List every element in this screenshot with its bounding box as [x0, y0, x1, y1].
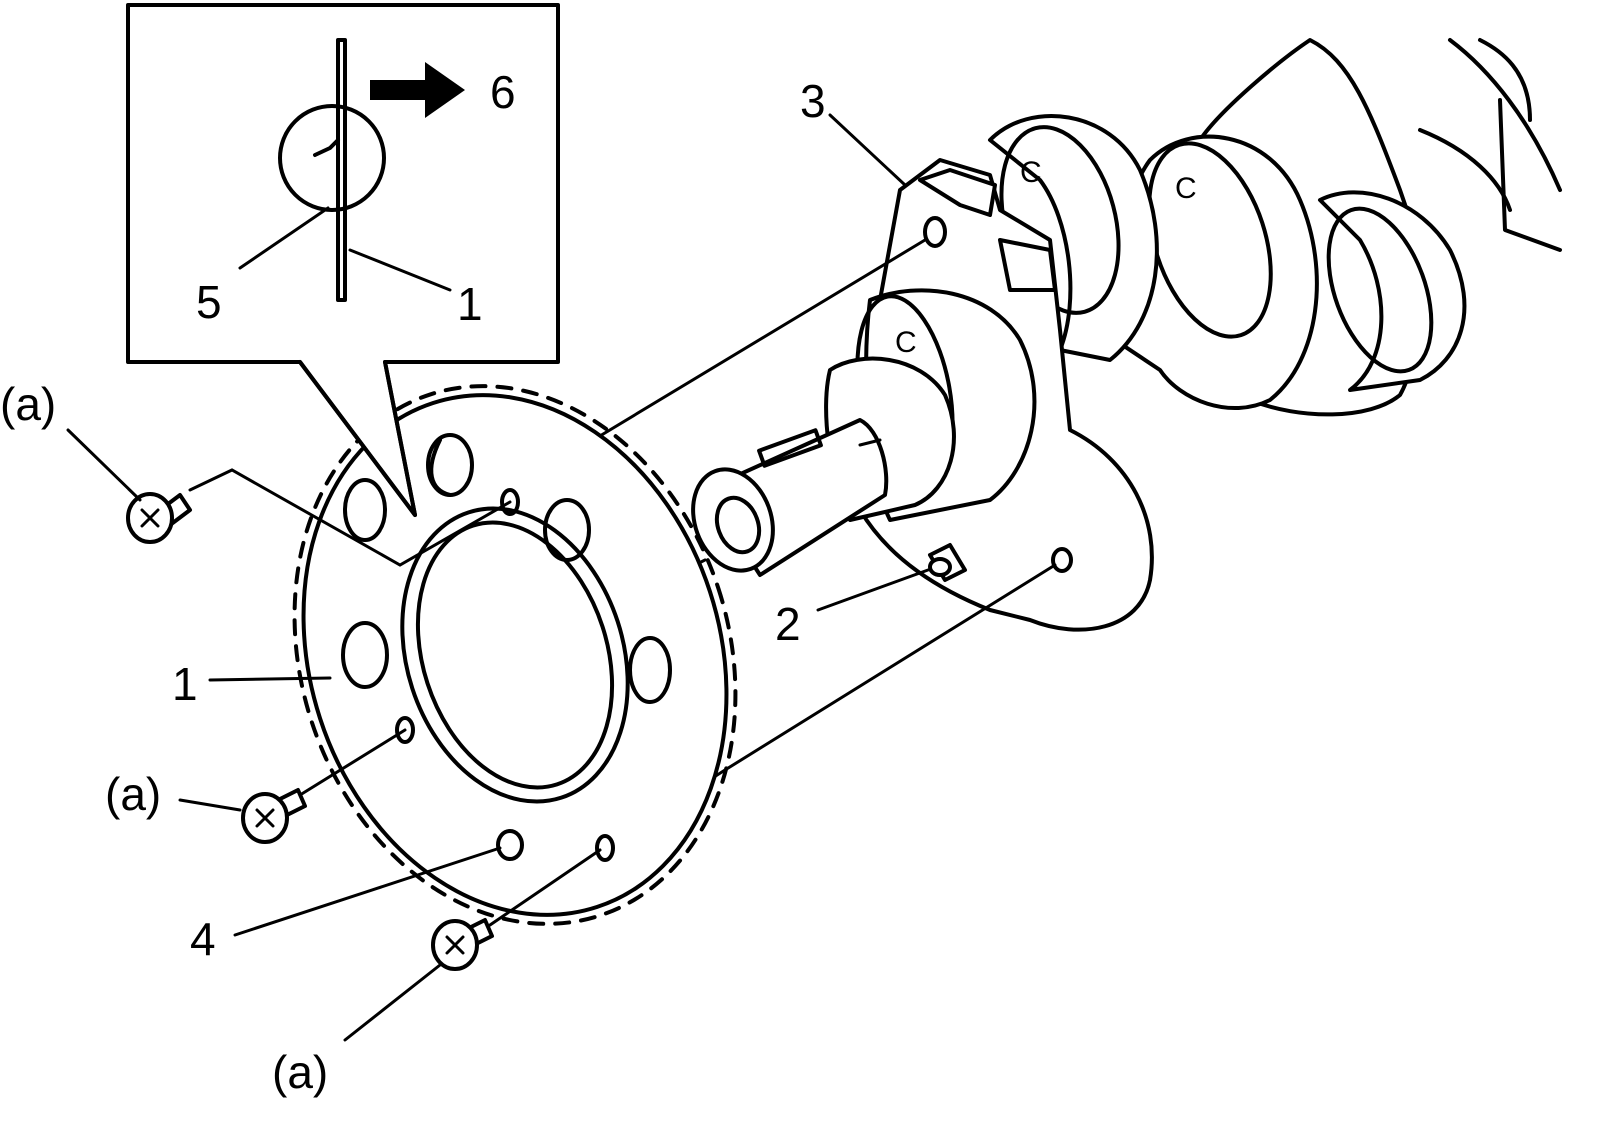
- timing-ring: [292, 384, 738, 926]
- bolt-leaders: [188, 468, 602, 927]
- crankshaft: C C C: [691, 38, 1562, 632]
- bolt-middle-icon: [241, 788, 307, 844]
- svg-text:C: C: [1175, 172, 1197, 205]
- inset-callout-5: 5: [196, 276, 222, 328]
- callout-1: 1: [172, 658, 198, 710]
- detail-inset: [126, 3, 560, 517]
- bolt-label-bottom: (a): [272, 1046, 328, 1098]
- callout-4: 4: [190, 913, 216, 965]
- callout-3: 3: [800, 75, 826, 127]
- inset-callout-1: 1: [457, 278, 483, 330]
- svg-text:C: C: [1020, 156, 1042, 189]
- dowel-pin-icon: [928, 543, 967, 582]
- bolt-top-icon: [126, 492, 192, 544]
- callout-leaders: [66, 113, 930, 1042]
- svg-text:C: C: [895, 326, 917, 359]
- inset-callout-6: 6: [490, 66, 516, 118]
- callout-2: 2: [775, 598, 801, 650]
- bolt-label-middle: (a): [105, 768, 161, 820]
- bolt-label-top: (a): [0, 378, 56, 430]
- bolt-bottom-icon: [431, 918, 494, 971]
